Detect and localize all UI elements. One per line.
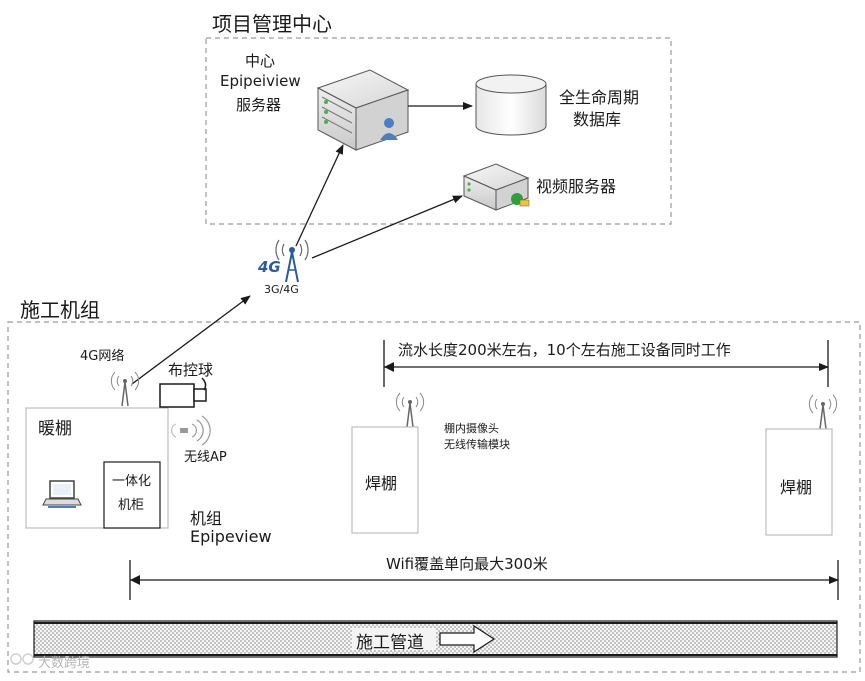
cell-tower-icon: [275, 239, 309, 283]
globe-badge-icon: [511, 193, 530, 207]
pipeline-label: 施工管道: [356, 633, 424, 653]
project-center-box: [205, 37, 672, 225]
welding-shed-1-label: 焊棚: [365, 474, 398, 493]
video-server-icon: [462, 163, 530, 211]
flow-span-label: 流水长度200米左右，10个左右施工设备同时工作: [398, 341, 731, 359]
cabinet-label-2: 机柜: [118, 498, 145, 513]
dome-camera-icon: [159, 377, 207, 408]
antenna-shed2-icon: [808, 394, 838, 430]
welding-shed-2-box: [765, 428, 833, 536]
construction-unit-title: 施工机组: [20, 298, 100, 322]
dome-camera-label: 布控球: [168, 361, 214, 379]
welding-shed-2-label: 焊棚: [780, 478, 813, 497]
project-center-title: 项目管理中心: [212, 12, 332, 36]
video-server-label: 视频服务器: [536, 177, 617, 196]
user-badge-icon: [380, 118, 398, 140]
unit-software-label-1: 机组: [190, 509, 223, 528]
tower-label: 3G/4G: [264, 283, 299, 296]
laptop-icon: [42, 480, 82, 508]
center-server-label-1: 中心: [245, 52, 276, 70]
camera-module-label-1: 棚内摄像头: [444, 422, 499, 435]
database-icon: [475, 74, 547, 136]
antenna-shed1-icon: [395, 392, 425, 428]
construction-unit-box: [7, 321, 861, 673]
center-server-icon: [316, 69, 410, 151]
unit-software-label-2: Epipeview: [190, 527, 272, 546]
antenna-4g-icon: [110, 371, 140, 407]
database-label-2: 数据库: [573, 110, 622, 129]
cabinet-box: [103, 461, 161, 529]
network-4g-label: 4G网络: [80, 349, 125, 364]
watermark-text: 大数跨境: [38, 656, 91, 671]
tower-badge: 4G: [258, 258, 281, 276]
welding-shed-1-box: [351, 426, 419, 534]
center-server-label-3: 服务器: [236, 96, 282, 114]
watermark-logo-icon: [10, 653, 34, 665]
pipeline-direction-arrow: [439, 624, 496, 654]
wireless-ap-label: 无线AP: [184, 450, 227, 465]
arrow-tower-to-center: [295, 144, 344, 247]
wifi-span-label: Wifi覆盖单向最大300米: [386, 555, 548, 573]
arrow-site-to-tower: [131, 295, 251, 385]
warm-shed-label: 暖棚: [38, 419, 72, 439]
wireless-ap-icon: [171, 415, 211, 446]
arrow-tower-to-video: [311, 195, 463, 259]
center-server-label-2: Epipeiview: [220, 72, 301, 90]
camera-module-label-2: 无线传输模块: [444, 438, 510, 451]
database-label-1: 全生命周期: [559, 88, 640, 107]
cabinet-label-1: 一体化: [112, 474, 152, 489]
